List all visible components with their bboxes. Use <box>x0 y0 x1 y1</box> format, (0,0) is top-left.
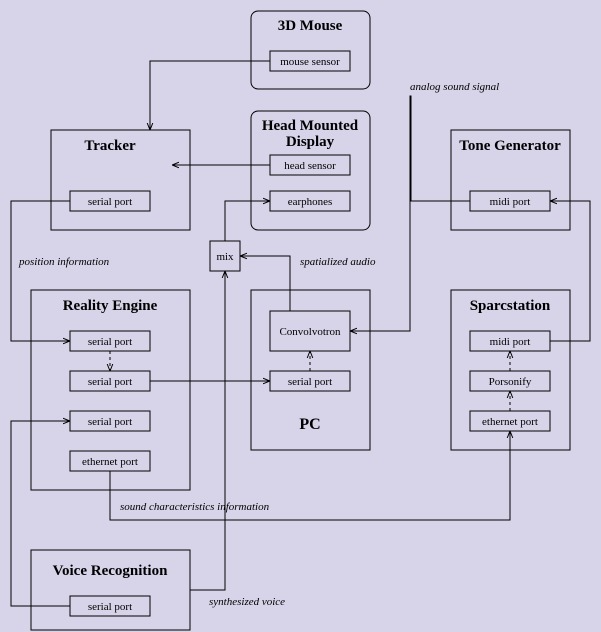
block-hmd: Head Mounted Display head sensor earphon… <box>250 110 371 231</box>
tracker-frame <box>50 129 191 231</box>
reality-serial3-label: serial port <box>88 416 132 428</box>
spark-midi-label: midi port <box>490 336 531 348</box>
reality-serial2-label: serial port <box>88 376 132 388</box>
pc-serial-label: serial port <box>288 376 332 388</box>
label-synthesized-voice: synthesized voice <box>209 596 285 608</box>
conn-tracker-to-reality <box>10 200 70 341</box>
conn-mix-to-earphones <box>224 201 270 241</box>
annotations: analog sound signal position information… <box>18 81 499 608</box>
reality-serial1-label: serial port <box>88 336 132 348</box>
pc-frame <box>250 289 371 451</box>
spark-ethernet-label: ethernet port <box>482 416 538 428</box>
conn-reality-to-spark <box>109 431 510 521</box>
mouse-sensor-label: mouse sensor <box>280 56 340 68</box>
reality-title: Reality Engine <box>63 298 158 314</box>
hmd-frame <box>250 110 371 231</box>
tone-midi-label: midi port <box>490 196 531 208</box>
voice-title: Voice Recognition <box>53 563 169 579</box>
mix-label: mix <box>216 251 234 263</box>
label-analog-sound: analog sound signal <box>410 81 499 93</box>
convolvotron-label: Convolvotron <box>279 326 341 338</box>
spark-title: Sparcstation <box>470 298 551 314</box>
block-mix: mix <box>209 240 241 272</box>
tracker-title: Tracker <box>84 138 136 154</box>
conn-voice-to-mix <box>190 271 225 591</box>
head-sensor-label: head sensor <box>284 160 336 172</box>
conn-spark-to-tone <box>550 201 591 342</box>
earphones-label: earphones <box>288 196 333 208</box>
conn-voice-to-reality <box>10 421 70 607</box>
hmd-title-line1: Head Mounted <box>262 118 359 134</box>
conn-convolvotron-to-mix <box>240 256 291 311</box>
label-position-info: position information <box>18 256 110 268</box>
voice-frame <box>30 549 191 631</box>
connections <box>10 60 591 607</box>
voice-serial-label: serial port <box>88 601 132 613</box>
porsonify-label: Porsonify <box>489 376 532 388</box>
block-3d-mouse: 3D Mouse mouse sensor <box>250 10 371 90</box>
conn-mouse-to-tracker <box>150 60 270 130</box>
hmd-title-line2: Display <box>286 134 335 150</box>
tracker-serial-label: serial port <box>88 196 132 208</box>
pc-title: PC <box>299 416 320 433</box>
mouse-frame <box>250 10 371 90</box>
conn-tone-to-convolvotron <box>350 95 470 331</box>
label-sound-characteristics: sound characteristics information <box>120 501 270 513</box>
reality-ethernet-label: ethernet port <box>82 456 138 468</box>
tone-frame <box>450 129 571 231</box>
block-reality-engine: Reality Engine serial port serial port s… <box>30 289 191 491</box>
block-tracker: Tracker serial port <box>50 129 191 231</box>
block-voice-recognition: Voice Recognition serial port <box>30 549 191 631</box>
label-spatialized-audio: spatialized audio <box>300 256 376 268</box>
block-tone-generator: Tone Generator midi port <box>450 129 571 231</box>
tone-title: Tone Generator <box>459 138 561 154</box>
mouse-title: 3D Mouse <box>278 18 343 34</box>
